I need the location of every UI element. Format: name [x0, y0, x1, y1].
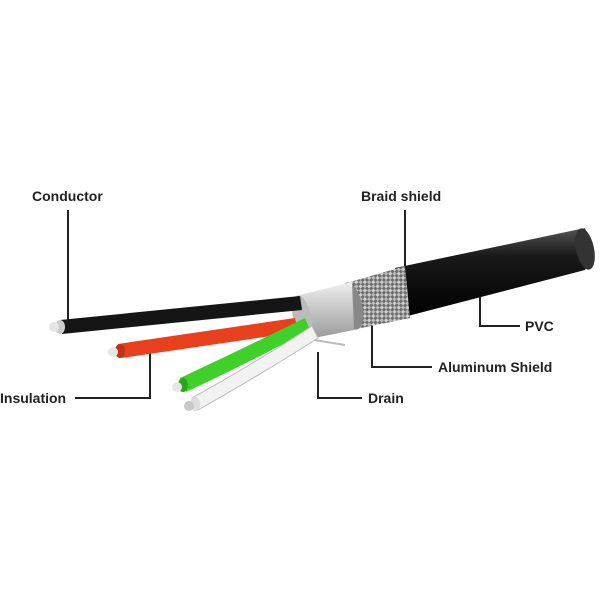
label-aluminum-shield: Aluminum Shield	[438, 359, 553, 375]
label-pvc: PVC	[525, 318, 554, 334]
braid-shield	[350, 266, 410, 330]
label-insulation: Insulation	[0, 390, 67, 406]
pvc-jacket	[395, 228, 590, 318]
leader-lines	[67, 210, 520, 399]
label-drain: Drain	[368, 390, 404, 406]
white-wire	[191, 325, 319, 411]
red-wire	[118, 318, 298, 358]
label-braid-shield: Braid shield	[361, 188, 442, 204]
label-conductor: Conductor	[32, 188, 103, 204]
green-wire	[180, 318, 310, 392]
aluminum-shield	[300, 282, 354, 340]
black-wire	[60, 296, 302, 334]
